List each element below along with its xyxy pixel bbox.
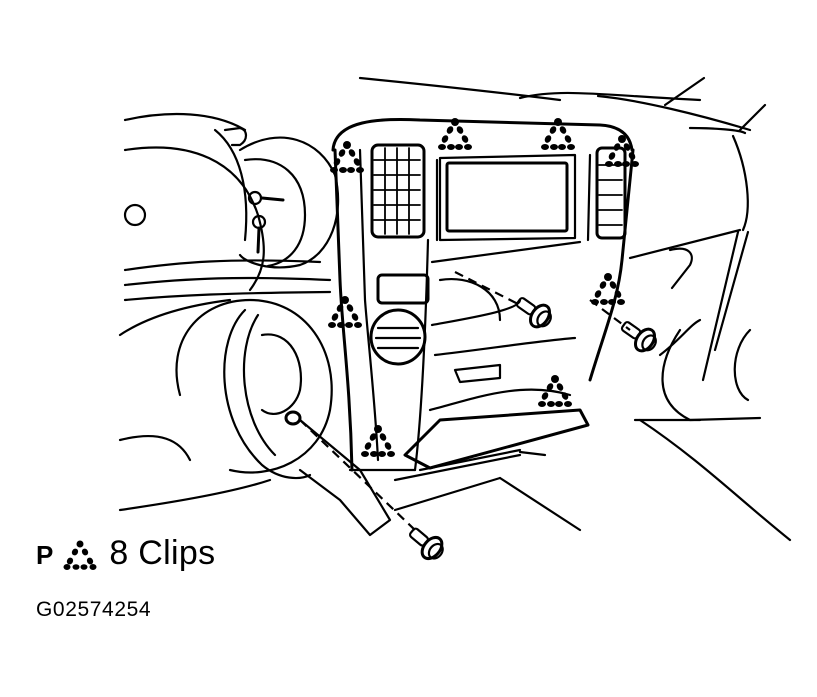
steering-column xyxy=(118,298,392,537)
bolt-icon xyxy=(515,297,552,329)
clip-markers xyxy=(328,118,639,457)
dashboard-top-outline xyxy=(358,76,767,382)
clip-marker-icon xyxy=(438,118,472,150)
clip-marker-icon xyxy=(328,296,362,328)
center-cluster-bezel xyxy=(331,117,635,472)
clip-legend: P 8 Clips xyxy=(36,536,215,570)
clip-marker-icon xyxy=(330,141,364,173)
clip-marker-icon xyxy=(591,273,625,305)
round-air-vent xyxy=(369,308,427,366)
bolt-icon xyxy=(408,527,444,561)
bolt-leader-lines xyxy=(299,271,631,531)
lower-tray xyxy=(393,408,590,532)
right-side-panel xyxy=(633,247,792,542)
instrument-cluster xyxy=(123,112,340,302)
clip-marker-icon xyxy=(605,135,639,167)
clip-marker-icon xyxy=(361,425,395,457)
clip-marker-icon xyxy=(541,118,575,150)
legend-prefix: P xyxy=(36,540,54,570)
display-screen xyxy=(438,153,577,242)
figure-id: G02574254 xyxy=(36,598,152,621)
left-air-vent xyxy=(370,143,426,239)
legend-label: 8 Clips xyxy=(109,534,216,572)
hazard-switch xyxy=(376,273,430,305)
clip-marker-icon xyxy=(538,375,572,407)
clip-triangle-icon xyxy=(63,540,97,570)
bolts xyxy=(408,297,657,561)
bolt-icon xyxy=(620,321,657,353)
